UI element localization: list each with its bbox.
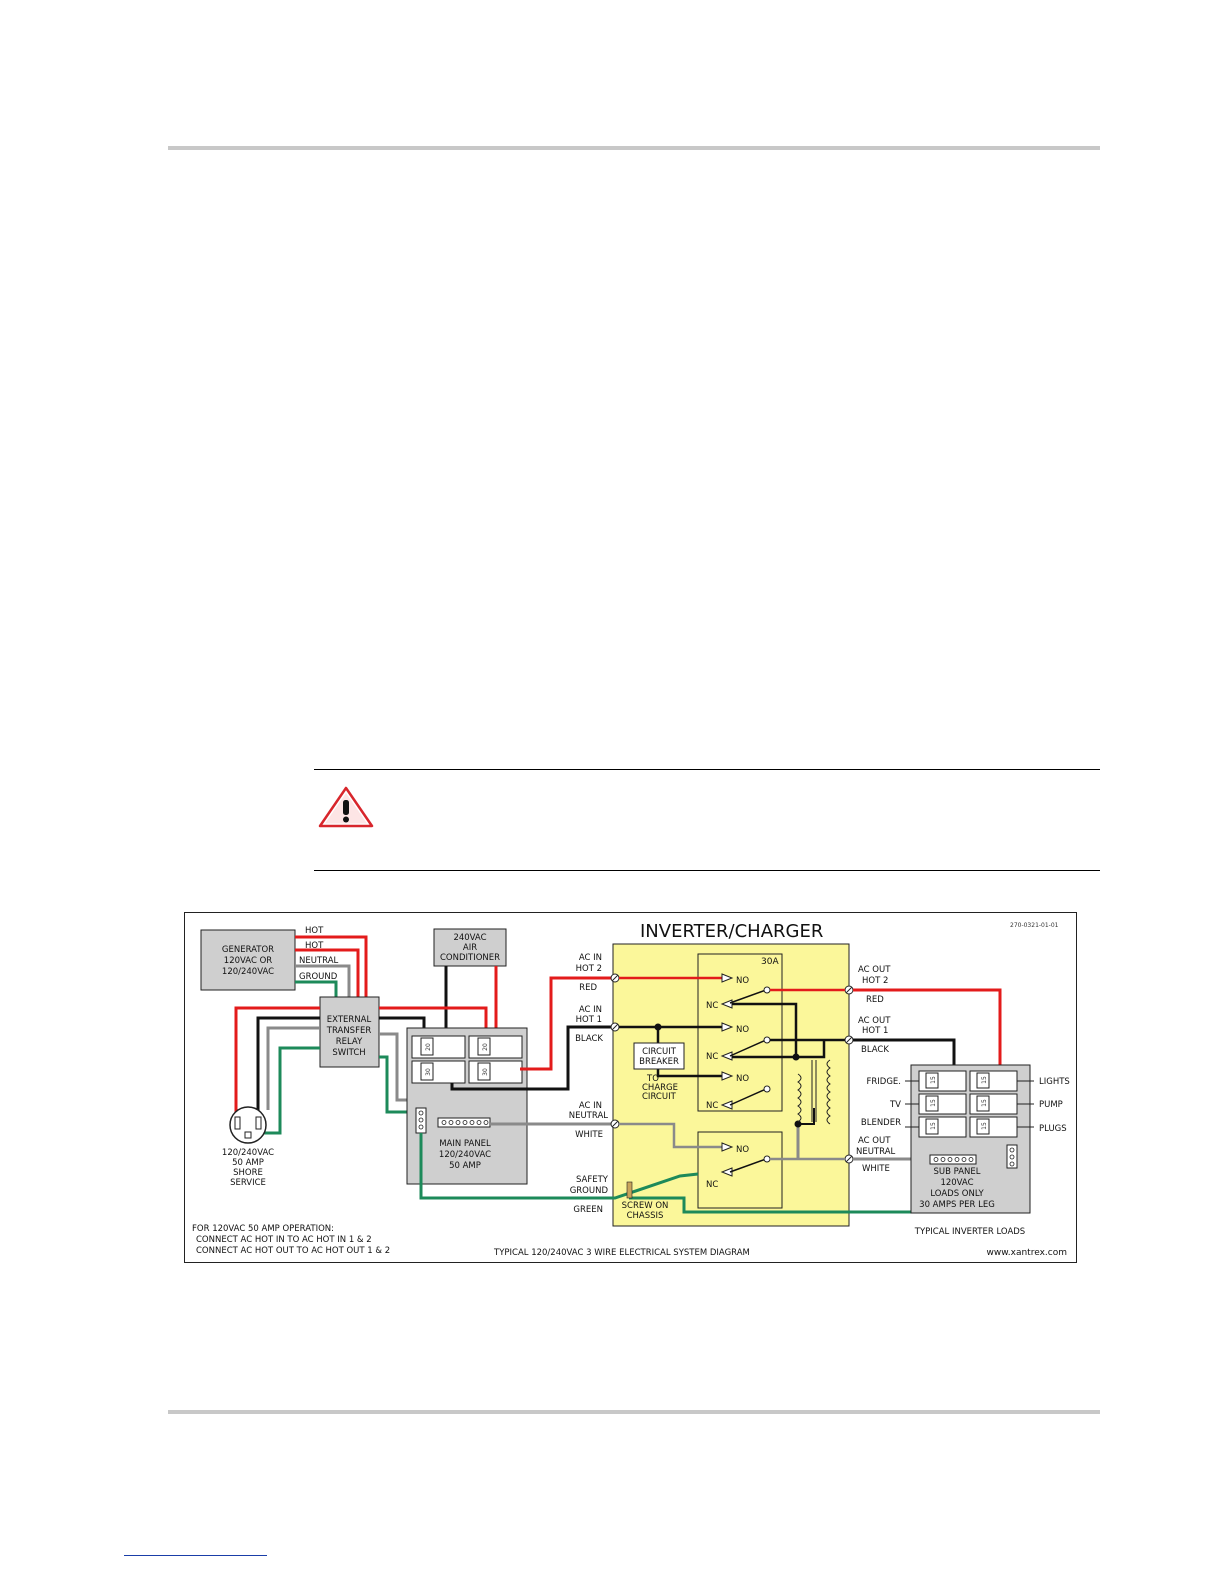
ac-in-hot2-1: AC IN: [579, 953, 602, 963]
main-panel-label-3: 50 AMP: [449, 1161, 481, 1171]
diagram-caption: TYPICAL 120/240VAC 3 WIRE ELECTRICAL SYS…: [493, 1248, 750, 1258]
doc-id: 270-0321-01-01: [1010, 922, 1059, 929]
ac-in-neutral-1: AC IN: [579, 1101, 602, 1111]
main-breaker-4: 30: [482, 1068, 489, 1076]
shore-label-1: 120/240VAC: [222, 1148, 274, 1158]
sub-panel-1: SUB PANEL: [933, 1167, 980, 1177]
wire-color-black-in: BLACK: [575, 1034, 603, 1044]
wire-color-red-out: RED: [866, 995, 884, 1005]
circuit-breaker-2: BREAKER: [639, 1057, 679, 1067]
ac-out-neutral-2: NEUTRAL: [856, 1147, 896, 1157]
wire-color-white-in: WHITE: [575, 1130, 603, 1140]
footer-rule: [168, 1410, 1100, 1414]
sub-panel-4: 30 AMPS PER LEG: [919, 1200, 995, 1210]
relay-no-4: NO: [736, 1145, 749, 1155]
shore-label-3: SHORE: [233, 1168, 263, 1178]
gen-wire-hot-2: HOT: [305, 941, 324, 951]
circuit-breaker-1: CIRCUIT: [642, 1047, 677, 1057]
transfer-label-3: RELAY: [336, 1037, 363, 1047]
header-rule: [168, 146, 1100, 150]
load-plugs: PLUGS: [1039, 1124, 1067, 1134]
shore-label-4: SERVICE: [230, 1178, 266, 1188]
warning-bottom-rule: [314, 870, 1100, 871]
main-panel-label-1: MAIN PANEL: [439, 1139, 491, 1149]
sub-breaker-3: 15: [930, 1099, 937, 1107]
diagram-title: INVERTER/CHARGER: [640, 921, 823, 942]
sub-panel-3: LOADS ONLY: [930, 1189, 984, 1199]
note-line-3: CONNECT AC HOT OUT TO AC HOT OUT 1 & 2: [196, 1246, 390, 1256]
ac-label-2: AIR: [463, 943, 477, 953]
to-charge-1: TO: [646, 1074, 659, 1084]
website: www.xantrex.com: [987, 1248, 1067, 1258]
relay-nc-3: NC: [706, 1101, 718, 1111]
ac-out-neutral-1: AC OUT: [858, 1136, 891, 1146]
sub-breaker-5: 15: [930, 1122, 937, 1130]
wire-color-white-out: WHITE: [862, 1164, 890, 1174]
relay-no-3: NO: [736, 1074, 749, 1084]
load-blender: BLENDER: [861, 1118, 901, 1128]
ac-out-hot2-1: AC OUT: [858, 965, 891, 975]
relay-nc-1: NC: [706, 1001, 718, 1011]
screw-chassis-2: CHASSIS: [627, 1211, 664, 1221]
relay-nc-2: NC: [706, 1052, 718, 1062]
ac-out-hot2-2: HOT 2: [862, 976, 888, 986]
to-charge-2: CHARGE: [642, 1083, 678, 1093]
relay-rating: 30A: [761, 957, 779, 967]
wiring-diagram: INVERTER/CHARGER 270-0321-01-01 GENERATO…: [184, 912, 1077, 1263]
safety-ground-2: GROUND: [570, 1186, 609, 1196]
gen-wire-hot-1: HOT: [305, 926, 324, 936]
sub-breaker-1: 15: [930, 1076, 937, 1084]
generator-label-3: 120/240VAC: [222, 967, 274, 977]
typical-loads: TYPICAL INVERTER LOADS: [914, 1227, 1025, 1237]
ac-in-neutral-2: NEUTRAL: [569, 1111, 609, 1121]
generator-label-1: GENERATOR: [222, 945, 274, 955]
main-breaker-1: 20: [425, 1043, 432, 1051]
sub-breaker-6: 15: [981, 1122, 988, 1130]
ac-in-hot2-2: HOT 2: [576, 964, 602, 974]
load-pump: PUMP: [1039, 1100, 1063, 1110]
relay-no-2: NO: [736, 1025, 749, 1035]
ac-out-hot1-1: AC OUT: [858, 1016, 891, 1026]
main-panel-label-2: 120/240VAC: [439, 1150, 491, 1160]
note-line-1: FOR 120VAC 50 AMP OPERATION:: [192, 1224, 334, 1234]
sub-panel-2: 120VAC: [940, 1178, 973, 1188]
ac-in-hot1-1: AC IN: [579, 1005, 602, 1015]
footer-link-underline[interactable]: [124, 1555, 267, 1556]
load-tv: TV: [889, 1100, 901, 1110]
transfer-label-4: SWITCH: [332, 1048, 365, 1058]
ac-in-hot1-2: HOT 1: [576, 1015, 602, 1025]
shore-label-2: 50 AMP: [232, 1158, 264, 1168]
relay-nc-4: NC: [706, 1180, 718, 1190]
main-breaker-3: 30: [425, 1068, 432, 1076]
transfer-label-1: EXTERNAL: [327, 1015, 372, 1025]
main-breaker-2: 20: [482, 1043, 489, 1051]
gen-wire-neutral: NEUTRAL: [299, 956, 339, 966]
warning-top-rule: [314, 769, 1100, 770]
transfer-label-2: TRANSFER: [326, 1026, 372, 1036]
sub-breaker-4: 15: [981, 1099, 988, 1107]
sub-breaker-2: 15: [981, 1076, 988, 1084]
gen-wire-ground: GROUND: [299, 972, 338, 982]
wire-color-red-in: RED: [579, 983, 597, 993]
screw-chassis-1: SCREW ON: [622, 1201, 669, 1211]
ac-out-hot1-2: HOT 1: [862, 1026, 888, 1036]
load-lights: LIGHTS: [1039, 1077, 1070, 1087]
note-line-2: CONNECT AC HOT IN TO AC HOT IN 1 & 2: [196, 1235, 372, 1245]
ac-label-3: CONDITIONER: [440, 953, 500, 963]
to-charge-3: CIRCUIT: [642, 1092, 677, 1102]
ac-label-1: 240VAC: [453, 933, 486, 943]
wire-color-green-in: GREEN: [573, 1205, 603, 1215]
wire-color-black-out: BLACK: [861, 1045, 889, 1055]
generator-label-2: 120VAC OR: [224, 956, 272, 966]
load-fridge: FRIDGE.: [866, 1077, 901, 1087]
warning-triangle-icon: [318, 786, 374, 828]
relay-no-1: NO: [736, 976, 749, 986]
safety-ground-1: SAFETY: [576, 1175, 609, 1185]
